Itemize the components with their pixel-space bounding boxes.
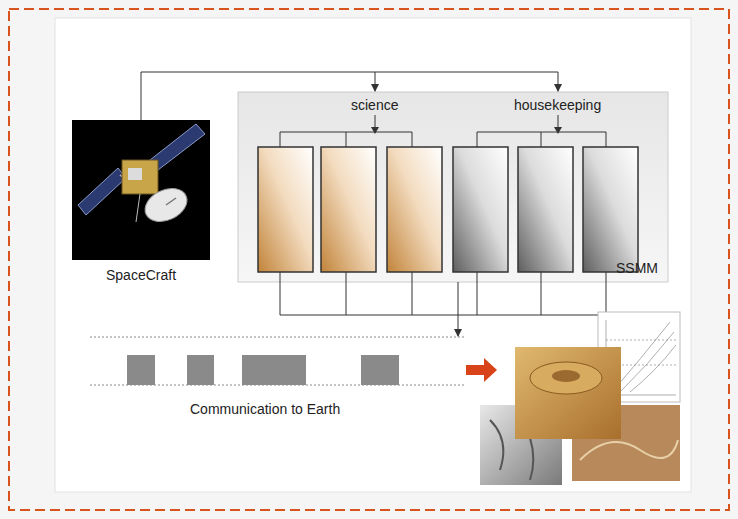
stream-label: science bbox=[351, 97, 398, 114]
connector bbox=[141, 72, 558, 120]
connector-line bbox=[141, 72, 558, 120]
stream-label: housekeeping bbox=[514, 97, 601, 114]
communication-strip: Communication to Earth bbox=[90, 337, 465, 422]
node-label: SpaceCraft bbox=[106, 267, 176, 284]
node-label: SSMM bbox=[616, 260, 658, 277]
ssmm-panel: SSMM bbox=[238, 92, 668, 282]
connector-line bbox=[375, 72, 376, 91]
node-label: Communication to Earth bbox=[190, 401, 340, 418]
spacecraft-picture: SpaceCraft bbox=[72, 120, 210, 285]
connector bbox=[458, 282, 459, 336]
connector-line bbox=[458, 282, 459, 336]
